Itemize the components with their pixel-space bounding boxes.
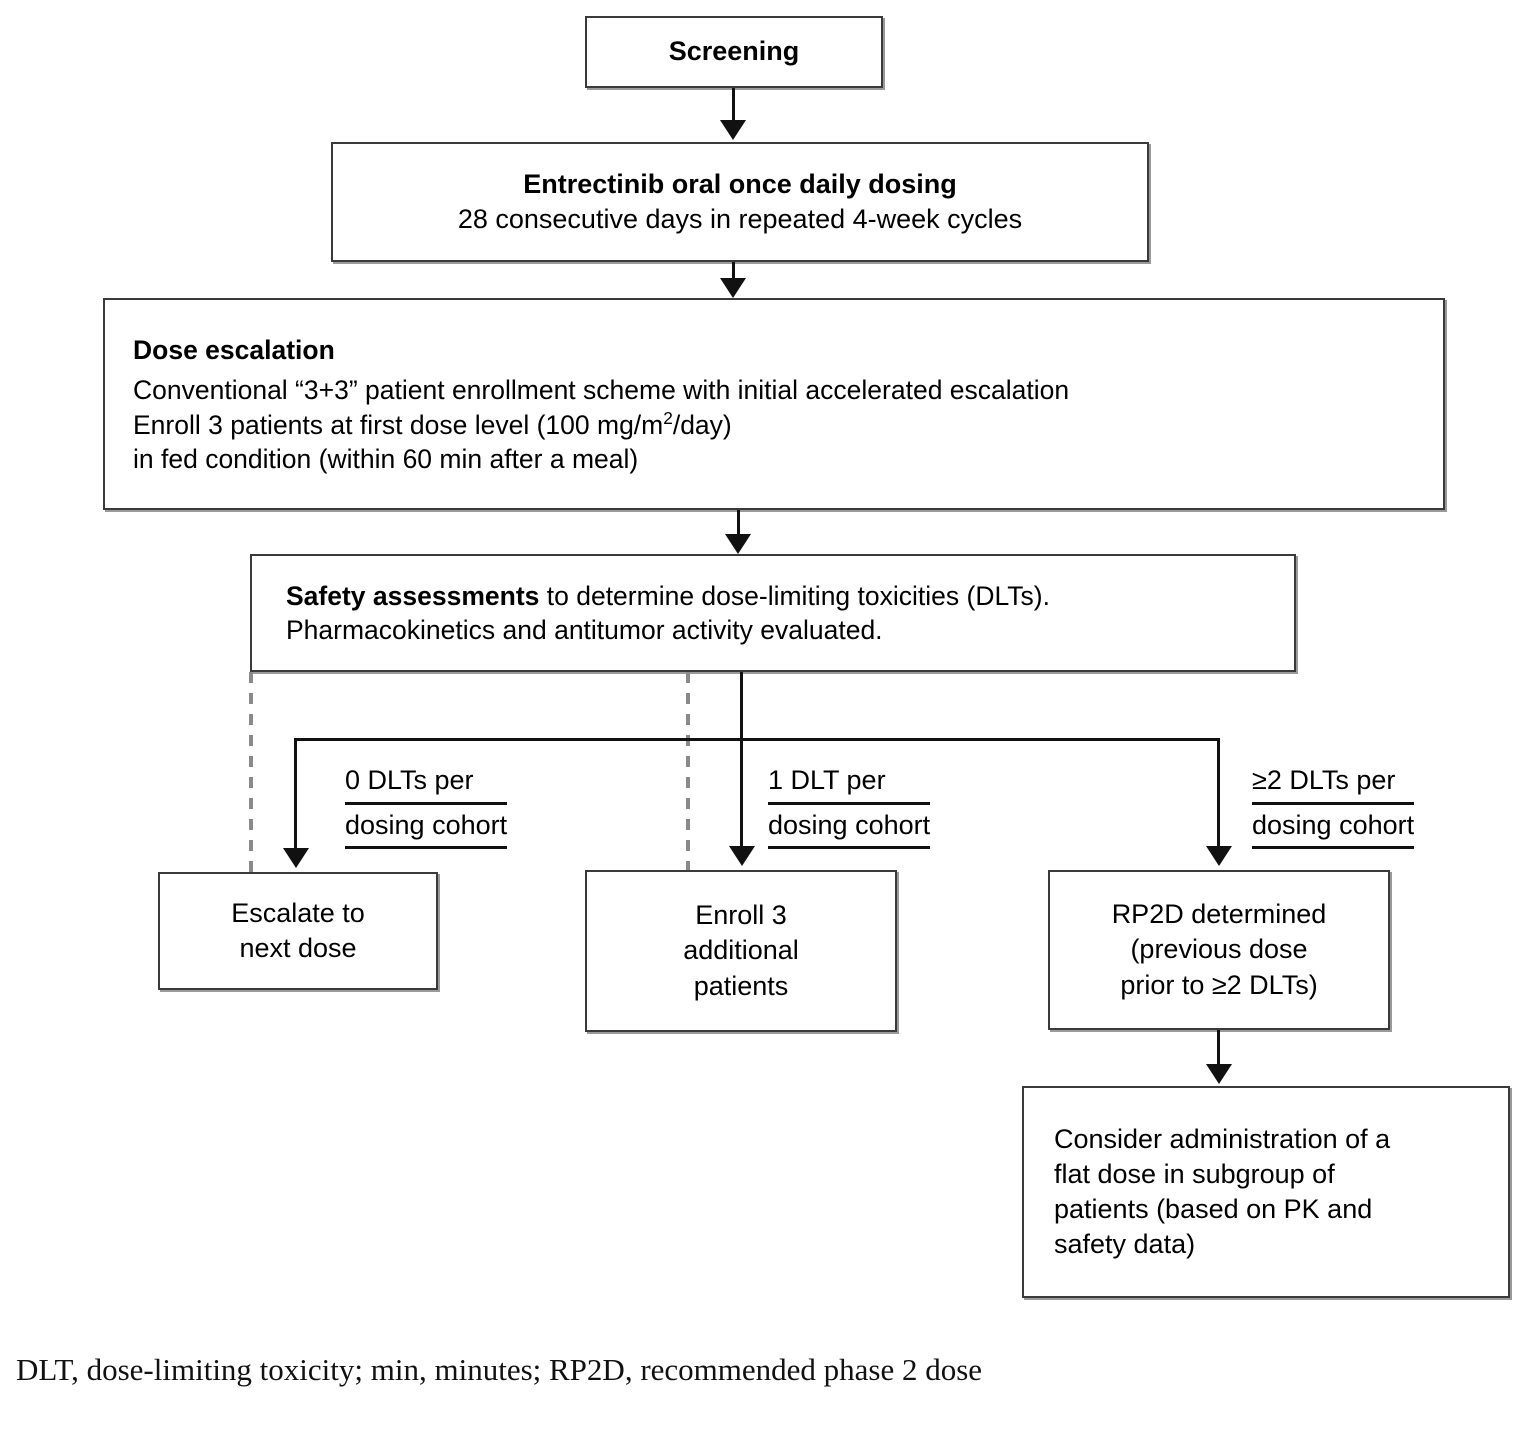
- node-safety-line1: Safety assessments to determine dose-lim…: [286, 579, 1294, 613]
- arrowhead-dosing-to-escalation: [720, 278, 746, 298]
- node-escalate-line1: Escalate to: [231, 897, 365, 928]
- node-escalate-line2: next dose: [239, 933, 357, 963]
- node-dose-escalation-line2: Enroll 3 patients at first dose level (1…: [133, 407, 1415, 442]
- node-rp2d-determined: RP2D determined (previous dose prior to …: [1048, 870, 1390, 1030]
- connector-branch-zero-dlt: [294, 738, 297, 853]
- branch-label-two-dlt: ≥2 DLTs per dosing cohort: [1252, 760, 1415, 849]
- branch-label-one-dlt-line2: dosing cohort: [768, 805, 931, 849]
- node-screening: Screening: [585, 16, 883, 88]
- node-dosing: Entrectinib oral once daily dosing 28 co…: [331, 142, 1149, 262]
- node-dose-escalation-header: Dose escalation: [133, 335, 335, 366]
- arrowhead-escalation-to-safety: [725, 534, 751, 554]
- arrowhead-branch-two-dlt: [1206, 846, 1232, 866]
- node-enroll3-line3: patients: [693, 970, 789, 1001]
- node-safety-line2: Pharmacokinetics and antitumor activity …: [286, 615, 883, 645]
- node-rp2d-line2: (previous dose: [1130, 934, 1308, 965]
- dashed-guide-left: [249, 672, 253, 872]
- branch-label-zero-dlt: 0 DLTs per dosing cohort: [345, 760, 508, 849]
- dose-line2-suffix: /day): [672, 409, 732, 440]
- node-flat-line1: Consider administration of a: [1054, 1123, 1391, 1154]
- arrowhead-screening-to-dosing: [720, 120, 746, 140]
- branch-label-two-dlt-line2: dosing cohort: [1252, 805, 1415, 849]
- connector-escalation-to-safety: [737, 510, 740, 540]
- connector-safety-stem: [740, 672, 743, 741]
- branch-label-zero-dlt-line2: dosing cohort: [345, 805, 508, 849]
- node-flat-line2: flat dose in subgroup of: [1054, 1158, 1335, 1189]
- dose-line2-prefix: Enroll 3 patients at first dose level (1…: [133, 409, 664, 440]
- node-safety-assessments: Safety assessments to determine dose-lim…: [250, 554, 1296, 672]
- connector-dosing-to-escalation: [732, 262, 735, 282]
- arrowhead-rp2d-to-flat-dose: [1206, 1064, 1232, 1084]
- node-dose-escalation-line3: in fed condition (within 60 min after a …: [133, 444, 639, 475]
- node-safety-line1-bold: Safety assessments: [286, 580, 540, 611]
- node-consider-flat-dose: Consider administration of a flat dose i…: [1022, 1086, 1510, 1298]
- connector-screening-to-dosing: [732, 88, 735, 124]
- connector-branch-bus: [294, 738, 1220, 741]
- branch-label-two-dlt-line1: ≥2 DLTs per: [1252, 760, 1415, 805]
- node-safety-line1-rest: to determine dose-limiting toxicities (D…: [539, 580, 1050, 611]
- dose-line2-superscript: 2: [663, 408, 673, 429]
- node-dose-escalation-line1: Conventional “3+3” patient enrollment sc…: [133, 374, 1070, 405]
- figure-footnote: DLT, dose-limiting toxicity; min, minute…: [16, 1352, 983, 1387]
- arrowhead-branch-zero-dlt: [283, 848, 309, 868]
- dashed-guide-middle: [686, 672, 690, 870]
- branch-label-one-dlt-line1: 1 DLT per: [768, 760, 931, 805]
- node-flat-line3: patients (based on PK and: [1054, 1194, 1373, 1224]
- branch-label-zero-dlt-line1: 0 DLTs per: [345, 760, 508, 805]
- node-dose-escalation: Dose escalation Conventional “3+3” patie…: [103, 298, 1445, 510]
- node-dosing-line1: Entrectinib oral once daily dosing: [523, 168, 957, 199]
- connector-rp2d-to-flat-dose: [1217, 1030, 1220, 1070]
- node-escalate-next-dose: Escalate to next dose: [158, 872, 438, 990]
- branch-label-one-dlt: 1 DLT per dosing cohort: [768, 760, 931, 849]
- connector-branch-two-dlt: [1217, 738, 1220, 852]
- node-flat-line4: safety data): [1054, 1229, 1196, 1260]
- node-enroll3-line2: additional: [683, 935, 799, 966]
- connector-branch-one-dlt: [740, 738, 743, 852]
- arrowhead-branch-one-dlt: [729, 846, 755, 866]
- node-screening-title: Screening: [668, 36, 800, 67]
- node-dosing-line2: 28 consecutive days in repeated 4-week c…: [457, 204, 1023, 234]
- node-rp2d-line3: prior to ≥2 DLTs): [1120, 969, 1318, 1000]
- node-enroll3-line1: Enroll 3: [695, 900, 787, 931]
- node-rp2d-line1: RP2D determined: [1111, 899, 1327, 930]
- node-enroll-additional-patients: Enroll 3 additional patients: [585, 870, 897, 1032]
